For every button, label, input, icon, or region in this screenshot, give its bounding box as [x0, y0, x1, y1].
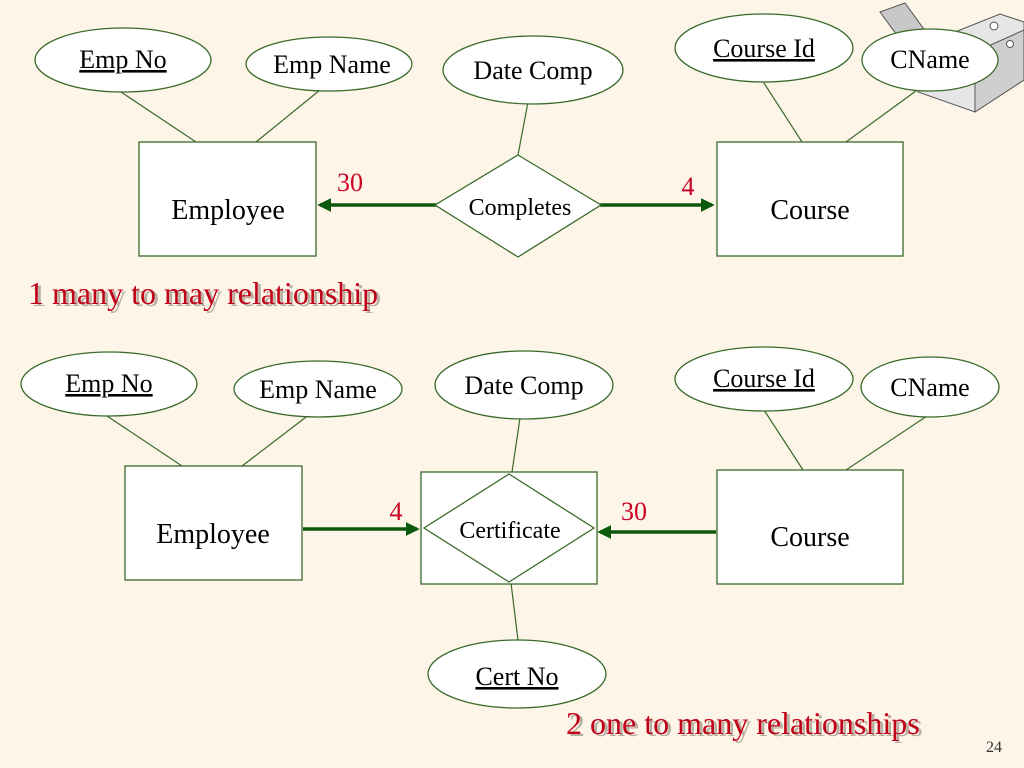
entity-course-2-label: Course [770, 522, 849, 553]
cardinality-employee-2: 4 [390, 497, 403, 526]
connector-datecomp-certificate [511, 417, 521, 473]
attr-cname-1: CName [861, 28, 999, 92]
attr-course-id-2-label: Course Id [713, 364, 815, 393]
connector-courseid-course-1 [761, 79, 803, 143]
connector-empname-employee-2 [241, 413, 311, 467]
entity-employee-2-label: Employee [156, 519, 270, 550]
connector-courseid-course-2 [763, 409, 804, 471]
attr-date-comp-1: Date Comp [442, 35, 624, 105]
connector-empno-employee-1 [117, 89, 197, 143]
attr-emp-no-1-label: Emp No [79, 45, 166, 74]
connector-cname-course-1 [845, 87, 921, 143]
attr-emp-name-2: Emp Name [233, 360, 403, 418]
attr-course-id-1: Course Id [674, 13, 854, 83]
cardinality-employee-1: 30 [337, 168, 363, 197]
attr-date-comp-1-label: Date Comp [473, 56, 592, 85]
attr-cname-1-label: CName [890, 45, 969, 74]
relationship-certificate: Certificate [420, 471, 598, 585]
entity-course-1: Course [716, 141, 904, 257]
relationship-completes-label: Completes [469, 195, 572, 221]
attr-date-comp-2: Date Comp [434, 350, 614, 420]
caption-2-shadow: 2 one to many relationships [569, 707, 923, 743]
entity-employee-1: Employee [138, 141, 317, 257]
attr-emp-no-1: Emp No [34, 27, 212, 93]
attr-cname-2: CName [860, 356, 1000, 418]
connector-datecomp-completes [517, 101, 529, 156]
attr-cert-no-label: Cert No [475, 662, 558, 691]
attr-emp-name-2-label: Emp Name [259, 375, 377, 404]
attr-emp-no-2-label: Emp No [65, 369, 152, 398]
attr-course-id-1-label: Course Id [713, 34, 815, 63]
connector-empname-employee-1 [255, 89, 321, 143]
entity-course-2: Course [716, 469, 904, 585]
slide-number: 24 [986, 739, 1002, 756]
diagram-1: Emp No Emp Name Date Comp Course Id CNam… [28, 13, 999, 313]
attr-course-id-2: Course Id [674, 346, 854, 412]
entity-employee-2: Employee [124, 465, 303, 581]
diagram-2: Emp No Emp Name Date Comp Course Id CNam… [20, 346, 1000, 743]
attr-cname-2-label: CName [890, 373, 969, 402]
relationship-certificate-label: Certificate [459, 518, 560, 544]
connector-certno-certificate [510, 582, 519, 641]
connector-empno-employee-2 [103, 413, 183, 467]
caption-1-shadow: 1 many to may relationship [31, 277, 381, 313]
cardinality-course-2: 30 [621, 497, 647, 526]
caption-1: 1 many to may relationship [28, 275, 378, 311]
attr-emp-name-1: Emp Name [245, 36, 413, 92]
relationship-completes: Completes [433, 154, 603, 258]
cardinality-course-1: 4 [682, 172, 695, 201]
entity-employee-1-label: Employee [171, 195, 285, 226]
entity-course-1-label: Course [770, 195, 849, 226]
caption-2: 2 one to many relationships [566, 705, 920, 741]
attr-emp-no-2: Emp No [20, 351, 198, 417]
connector-cname-course-2 [845, 413, 931, 471]
attr-emp-name-1-label: Emp Name [273, 50, 391, 79]
attr-date-comp-2-label: Date Comp [464, 371, 583, 400]
attr-cert-no: Cert No [427, 639, 607, 709]
